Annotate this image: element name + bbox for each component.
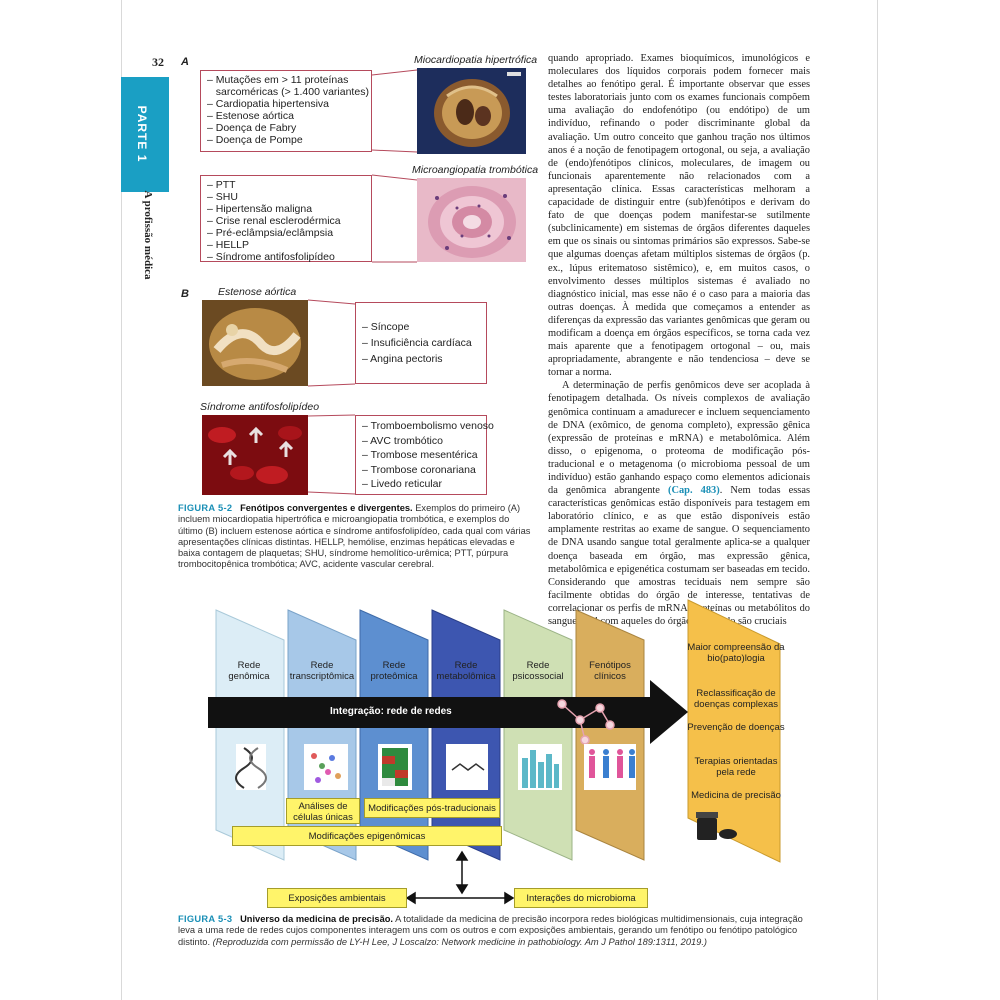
- outcome-item: Maior compreensão da bio(pato)logia: [687, 642, 785, 664]
- list-item: – Tromboembolismo venoso: [362, 420, 494, 432]
- panel-label-metabolomic: Rede metabolômica: [436, 660, 496, 682]
- list-item: – Crise renal esclerodérmica: [207, 215, 341, 227]
- list-item: – Trombose mesentérica: [362, 449, 478, 462]
- panel-a-label: A: [181, 56, 189, 68]
- figure-5-2-caption: FIGURA 5-2 Fenótipos convergentes e dive…: [178, 503, 536, 571]
- interaction-arrows: [405, 850, 515, 905]
- psychosocial-city-icon: [518, 744, 562, 790]
- list-item: – Insuficiência cardíaca: [362, 337, 472, 349]
- dna-icon: [235, 744, 267, 790]
- list-item: – AVC trombótico: [362, 434, 443, 447]
- single-cell-box: Análises de células únicas: [286, 798, 360, 824]
- part-tab: [121, 77, 169, 192]
- list-item: – Livedo reticular: [362, 478, 442, 491]
- figure-label: FIGURA 5-2: [178, 503, 233, 513]
- list-item: – Doença de Fabry: [207, 122, 297, 134]
- paragraph: A determinação de perfis genômicos deve …: [548, 379, 810, 628]
- panel-label-genomic: Rede genômica: [228, 660, 270, 682]
- outcomes-panel: [687, 599, 781, 863]
- panel-label-proteomic: Rede proteômica: [370, 660, 418, 682]
- panel-label-psychosocial: Rede psicossocial: [512, 660, 564, 682]
- list-item: – Angina pectoris: [362, 353, 443, 365]
- outcome-item: Terapias orientadas pela rede: [694, 756, 778, 778]
- body-text-column: quando apropriado. Exames bioquímicos, i…: [548, 52, 810, 628]
- figure-label: FIGURA 5-3: [178, 914, 233, 924]
- clinical-phenotypes-people-icon: [584, 744, 636, 790]
- epigenomic-box: Modificações epigenômicas: [232, 826, 502, 846]
- list-item: – Hipertensão maligna: [207, 203, 313, 215]
- medication-icon: [696, 812, 737, 840]
- aortic-stenosis-image: [202, 300, 308, 386]
- paragraph-text: A determinação de perfis genômicos deve …: [548, 380, 810, 497]
- as-presentations-list: – Síncope – Insuficiência cardíaca – Ang…: [355, 302, 487, 384]
- list-item: – Cardiopatia hipertensiva: [207, 98, 329, 110]
- aps-image-caption: Síndrome antifosfolipídeo: [200, 401, 320, 413]
- panel-label-clinical: Fenótipos clínicos: [589, 660, 631, 682]
- outcome-item: Medicina de precisão: [691, 790, 781, 801]
- list-item: – HELLP: [207, 239, 250, 251]
- outcome-item: Prevenção de doenças: [687, 722, 785, 733]
- list-item: – Doença de Pompe: [207, 134, 303, 146]
- chapter-reference-link[interactable]: (Cap. 483): [668, 485, 720, 497]
- list-item: – Mutações em > 11 proteínas: [207, 74, 349, 86]
- page-frame: [121, 0, 878, 1000]
- list-item: sarcoméricas (> 1.400 variantes): [207, 86, 369, 98]
- post-translational-box: Modificações pós-traducionais: [364, 798, 500, 818]
- as-image-caption: Estenose aórtica: [218, 286, 297, 298]
- figure-title: Universo da medicina de precisão.: [240, 914, 394, 924]
- metabolite-molecule-icon: [446, 744, 488, 790]
- hcm-causes-list: – Mutações em > 11 proteínas sarcomérica…: [200, 70, 372, 152]
- tma-image-caption: Microangiopatia trombótica: [412, 164, 539, 176]
- hcm-image-caption: Miocardiopatia hipertrófica: [414, 54, 538, 66]
- list-item: – Síndrome antifosfolipídeo: [207, 251, 335, 263]
- figure-text: A totalidade da medicina de precisão inc…: [178, 914, 803, 947]
- list-item: – Trombose coronariana: [362, 463, 476, 476]
- figure-title: Fenótipos convergentes e divergentes.: [240, 503, 413, 513]
- integration-label: Integração: rede de redes: [330, 706, 452, 717]
- figure-5-3-caption: FIGURA 5-3 Universo da medicina de preci…: [178, 914, 814, 948]
- network-icon: [557, 699, 615, 745]
- single-cell-scatter-icon: [304, 744, 348, 790]
- integration-arrow: [208, 680, 688, 744]
- figure-credit: (Reproduzida com permissão de LY-H Lee, …: [212, 936, 708, 947]
- list-item: – SHU: [207, 191, 238, 203]
- microbiome-box: Interações do microbioma: [514, 888, 648, 908]
- list-item: – Síncope: [362, 321, 410, 333]
- list-item: – PTT: [207, 179, 236, 191]
- list-item: – Pré-eclâmpsia/eclâmpsia: [207, 227, 334, 239]
- panel-label-transcriptomic: Rede transcriptômica: [289, 660, 355, 682]
- page-number: 32: [152, 55, 164, 69]
- hcm-heart-image: [417, 68, 526, 154]
- outcome-item: Reclassificação de doenças complexas: [694, 688, 778, 710]
- list-item: – Estenose aórtica: [207, 110, 294, 122]
- paragraph-text: . Nem todas essas características genômi…: [548, 485, 810, 628]
- antiphospholipid-image: [202, 415, 308, 495]
- tma-histology-image: [417, 178, 526, 262]
- proteomics-heatmap-icon: [378, 744, 412, 790]
- network-panels: [215, 609, 645, 861]
- aps-presentations-list: – Tromboembolismo venoso – AVC trombótic…: [355, 415, 494, 495]
- panel-b-label: B: [181, 288, 189, 300]
- tma-causes-list: – PTT – SHU – Hipertensão maligna – Cris…: [200, 175, 372, 263]
- figure-text: Exemplos do primeiro (A) incluem miocard…: [178, 503, 531, 570]
- environmental-box: Exposições ambientais: [267, 888, 407, 908]
- paragraph: quando apropriado. Exames bioquímicos, i…: [548, 53, 810, 379]
